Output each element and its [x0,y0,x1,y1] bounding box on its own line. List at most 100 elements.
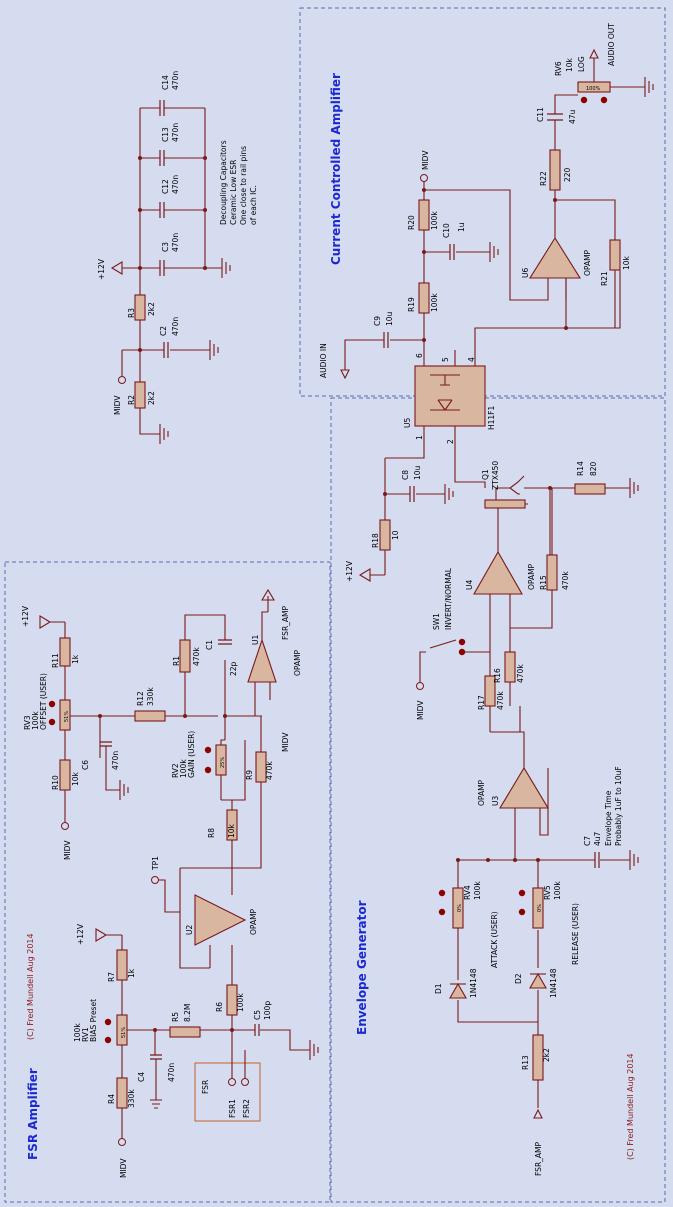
pot-percent-tags: 51% 25% 51% 0% 0% 100% [64,86,601,1038]
u5-pin1: 1 [415,435,424,440]
r20-ref: R20 [407,215,416,230]
u6-val: OPAMP [583,249,592,276]
fsr-amplifier-title: FSR Amplifier [26,1068,40,1160]
r14-val: 820 [589,461,598,476]
c5-ref: C5 [253,1010,262,1020]
r2-ref: R2 [127,395,136,405]
r7-ref: R7 [107,972,116,982]
r4-ref: R4 [107,1094,116,1104]
c9-val: 10u [385,311,394,326]
r5-ref: R5 [171,1012,180,1022]
d1-val: 1N4148 [469,968,478,998]
r2-val: 2k2 [147,391,156,405]
r1-ref: R1 [172,656,181,666]
rv3-pct: 51% [64,711,70,722]
u5-val: H11F1 [487,406,496,430]
r1-val: 470k [192,647,201,666]
midv-label-u1: MIDV [281,732,290,752]
d2-val: 1N4148 [549,968,558,998]
decoupling-note-4: of each IC. [249,185,258,225]
u5-ref: U5 [403,418,412,428]
u2-ref: U2 [185,925,194,935]
rv6-pct: 100% [586,86,601,92]
c10-ref: C10 [442,223,451,238]
r3-ref: R3 [127,308,136,318]
rv3-ref: RV3 [23,715,32,730]
decoupling-note-3: One close to rail pins [239,146,248,225]
plus12-label-env: +12V [345,560,354,582]
midv-label-sw1: MIDV [416,700,425,720]
r15-ref: R15 [539,575,548,590]
fsr-sensor-box [194,1062,261,1122]
r21-val: 10k [622,255,631,270]
fsr-section-frame [4,561,331,1203]
q1-val: ZTX450 [491,461,500,490]
decoupling-note-2: Ceramic Low ESR [229,160,238,225]
fsr1-label: FSR1 [228,1099,237,1118]
r11-val: 1k [71,654,80,664]
rv6-ref: RV6 [554,61,563,76]
r10-val: 10k [71,771,80,786]
r21-ref: R21 [600,271,609,286]
rv3-val: 100k [31,711,40,730]
tp1-label: TP1 [151,856,160,871]
r5-val: 8.2M [183,1004,192,1022]
r12-ref: R12 [136,691,145,706]
c8-val: 10u [413,465,422,480]
r10-ref: R10 [51,775,60,790]
r8-ref: R8 [207,828,216,838]
rv2-val: 100k [179,759,188,778]
r22-ref: R22 [539,171,548,186]
c9-ref: C9 [373,316,382,326]
u4-ref: U4 [465,580,474,590]
fsr-box-label: FSR [201,1080,210,1094]
r12-val: 330k [146,687,155,706]
c11-ref: C11 [536,107,545,122]
sw1-ref: SW1 [432,613,441,630]
fsr-amp-label-env: FSR_AMP [534,1141,543,1176]
audio-out-label: AUDIO OUT [607,23,616,66]
u5-pin5: 5 [441,357,450,362]
c11-val: 47u [568,109,577,124]
audio-in-label: AUDIO IN [319,343,328,378]
c1-val: 22p [229,661,238,676]
r9-ref: R9 [245,770,254,780]
u6-ref: U6 [521,268,530,278]
r17-ref: R17 [477,695,486,710]
c1-ref: C1 [205,640,214,650]
current-controlled-amplifier-title: Current Controlled Amplifier [329,73,343,265]
c4-ref: C4 [137,1072,146,1082]
rv1-val: 100k [73,1023,82,1042]
rv1-name: BIAS Preset [89,999,98,1042]
d2-ref: D2 [514,973,523,984]
r18-ref: R18 [371,533,380,548]
c14-ref: C14 [161,75,170,90]
r13-ref: R13 [521,1055,530,1070]
plus12-label-fsr-top: +12V [21,605,30,627]
rv5-name: RELEASE (USER) [571,903,580,965]
rv5-pct: 0% [537,904,543,912]
rv4-ref: RV4 [463,885,472,900]
d1-ref: D1 [434,983,443,994]
rv6-name: LOG [577,56,586,72]
u5-pin6: 6 [415,353,424,358]
u5-pin4: 4 [467,357,476,362]
fsr2-label: FSR2 [242,1099,251,1118]
copyright-right: (C) Fred Mundell Aug 2014 [626,1053,635,1160]
r19-val: 100k [430,293,439,312]
c2-ref: C2 [159,326,168,336]
c12-ref: C12 [161,179,170,194]
r16-val: 470k [516,664,525,683]
u3-ref: U3 [491,796,500,806]
fsr-amplifier-circuit: +12V R11 1k RV3 100k OFFSET (USER) R10 1… [21,588,319,1178]
c3-ref: C3 [161,242,170,252]
envelope-generator-circuit: FSR_AMP R13 2k2 D1 1N4148 D2 1N4148 RV4 … [345,436,639,1176]
c8-ref: C8 [401,470,410,480]
rv1-pct: 51% [121,1027,127,1038]
r7-val: 1k [127,968,136,978]
r14-ref: R14 [576,461,585,476]
midv-divider: R3 2k2 C2 470n R2 2k2 MIDV [113,268,219,444]
fsr-amp-label-u1: FSR_AMP [281,605,290,640]
u3-val: OPAMP [477,779,486,806]
